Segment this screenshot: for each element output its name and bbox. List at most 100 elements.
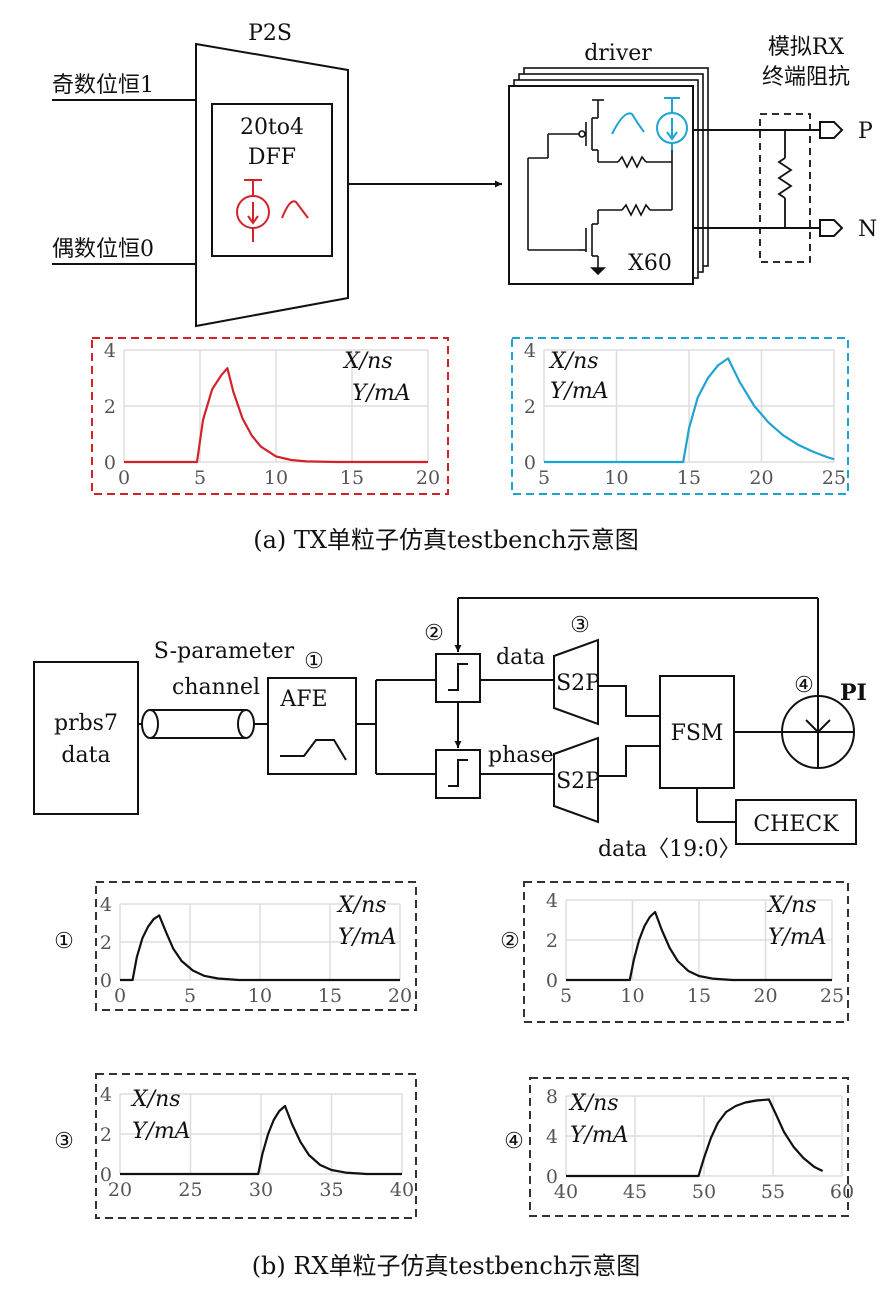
tx-cyan-x-unit: X/ns	[548, 349, 599, 374]
rx-1-x-unit: X/ns	[336, 893, 387, 918]
x-tick-label: 0	[114, 985, 126, 1007]
check-label: CHECK	[753, 812, 839, 837]
rx-term-box	[759, 113, 811, 263]
x-tick-label: 40	[390, 1179, 414, 1201]
series-line	[566, 1098, 824, 1178]
x-tick-label: 20	[108, 1179, 132, 1201]
y-tick-label: 2	[100, 1124, 112, 1146]
tx-red-y-unit: Y/mA	[352, 381, 411, 406]
rx-diagram: prbs7 data S-parameter channel ① AFE ②	[33, 597, 867, 862]
s2p-to-fsm-wires	[598, 685, 660, 777]
y-tick-label: 4	[546, 890, 558, 912]
rx-2-chart-frame	[523, 881, 849, 1023]
y-tick-label: 0	[100, 1164, 112, 1186]
x-tick-label: 20	[416, 467, 440, 489]
rx-3-y-unit: Y/mA	[132, 1119, 191, 1144]
series-line	[544, 357, 835, 464]
y-tick-label: 2	[100, 932, 112, 954]
x-tick-label: 0	[118, 467, 130, 489]
marker-3-label: ③	[570, 613, 590, 638]
x-tick-label: 10	[620, 985, 644, 1007]
phase-sampler-icon	[448, 759, 468, 787]
out-n-label: N	[858, 217, 877, 242]
y-tick-label: 4	[100, 1084, 112, 1106]
x-tick-label: 20	[749, 467, 773, 489]
x-tick-label: 45	[623, 1181, 647, 1203]
dff-block	[211, 103, 333, 257]
y-tick-label: 2	[104, 396, 116, 418]
data-signal-label: data	[496, 645, 545, 670]
rx-3-chart-frame	[95, 1073, 417, 1219]
prbs7-source-line1: prbs7	[54, 711, 118, 736]
marker-2-label: ②	[424, 621, 444, 646]
rx-2-x-unit: X/ns	[766, 893, 817, 918]
rx-term-label-line1: 模拟RX	[768, 35, 845, 60]
x-tick-label: 50	[692, 1181, 716, 1203]
y-tick-label: 0	[104, 452, 116, 474]
s2p-bottom-block	[553, 736, 599, 824]
x-tick-label: 40	[554, 1181, 578, 1203]
x-tick-label: 5	[184, 985, 196, 1007]
check-block	[735, 799, 857, 845]
out-p-port	[819, 121, 844, 139]
tx-diagram: P2S 奇数位恒1 偶数位恒0 20to4 DFF driver	[52, 21, 877, 328]
y-tick-label: 4	[524, 340, 536, 362]
y-tick-label: 0	[100, 970, 112, 992]
x-tick-label: 10	[604, 467, 628, 489]
x-tick-label: 30	[249, 1179, 273, 1201]
rx-4-chart-marker: ④	[504, 1129, 524, 1154]
pi-label: PI	[840, 680, 867, 706]
out-n-port	[819, 219, 844, 237]
dff-label-line2: DFF	[248, 145, 296, 170]
afe-label: AFE	[279, 687, 327, 712]
red-pulse-icon	[281, 200, 309, 219]
rx-1-y-unit: Y/mA	[338, 925, 397, 950]
red-current-source-icon	[236, 179, 270, 242]
afe-output-wires	[356, 679, 436, 775]
rx-term-label-line2: 终端阻抗	[762, 65, 850, 90]
rx-3-x-unit: X/ns	[130, 1087, 181, 1112]
x60-label: X60	[628, 251, 672, 276]
driver-schematic	[527, 99, 673, 276]
rx-1-chart-marker: ①	[54, 929, 74, 954]
caption-b: (b) RX单粒子仿真testbench示意图	[252, 1252, 641, 1280]
series-line	[120, 1104, 402, 1176]
rx-4-x-unit: X/ns	[568, 1091, 619, 1116]
y-tick-label: 0	[524, 452, 536, 474]
x-tick-label: 20	[753, 985, 777, 1007]
driver-label: driver	[584, 41, 652, 66]
data-sampler-icon	[448, 663, 468, 691]
y-tick-label: 0	[546, 1166, 558, 1188]
dff-label-line1: 20to4	[240, 115, 304, 140]
s2p-top-label: S2P	[556, 671, 600, 696]
rx-4-y-unit: Y/mA	[570, 1123, 629, 1148]
fsm-to-check-wire	[696, 788, 736, 823]
data-bus-label: data〈19:0〉	[598, 837, 741, 862]
y-tick-label: 4	[100, 894, 112, 916]
driver-pulse-icon	[611, 112, 645, 135]
even-input-label: 偶数位恒0	[52, 237, 154, 262]
x-tick-label: 15	[340, 467, 364, 489]
x-tick-label: 15	[687, 985, 711, 1007]
driver-block	[508, 85, 694, 285]
x-tick-label: 5	[560, 985, 572, 1007]
y-tick-label: 8	[546, 1086, 558, 1108]
x-tick-label: 15	[318, 985, 342, 1007]
prbs7-source-line2: data	[61, 743, 110, 768]
y-tick-label: 4	[546, 1126, 558, 1148]
x-tick-label: 35	[319, 1179, 343, 1201]
rx-3-chart-marker: ③	[54, 1129, 74, 1154]
x-tick-label: 10	[264, 467, 288, 489]
afe-block	[267, 677, 357, 775]
x-tick-label: 55	[761, 1181, 785, 1203]
tx-cyan-y-unit: Y/mA	[550, 379, 609, 404]
y-tick-label: 0	[546, 970, 558, 992]
x-tick-label: 25	[820, 985, 844, 1007]
